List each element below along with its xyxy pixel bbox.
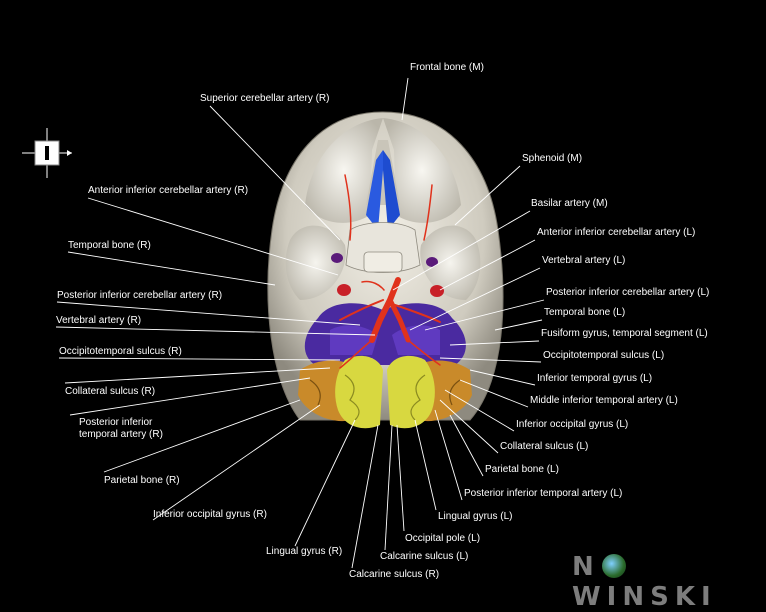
label-posterior-inferior-temporal-artery-l: Posterior inferior temporal artery (L) [464,488,623,499]
leader-occipitotemporal-sulcus-l [439,357,542,363]
label-anterior-inferior-cerebellar-artery-r: Anterior inferior cerebellar artery (R) [88,185,249,196]
logo-text-before: N [572,552,600,582]
anatomy-diagram [55,77,545,569]
leader-frontal-bone-m [401,77,409,121]
leader-lines [55,77,545,569]
label-collateral-sulcus-r: Collateral sulcus (R) [65,386,156,397]
leader-lingual-gyrus-r [294,419,356,547]
label-vertebral-artery-l: Vertebral artery (L) [542,255,626,266]
leader-inferior-occipital-gyrus-r [152,404,321,521]
leader-parietal-bone-l [449,414,484,477]
leader-inferior-temporal-gyrus-l [469,369,536,386]
label-calcarine-sulcus-l: Calcarine sulcus (L) [380,551,469,562]
leader-calcarine-sulcus-r [351,424,379,569]
label-inferior-occipital-gyrus-r: Inferior occipital gyrus (R) [153,509,267,520]
label-posterior-inferior-temporal-artery-r: Posterior inferior temporal artery (R) [79,417,163,440]
label-occipitotemporal-sulcus-r: Occipitotemporal sulcus (R) [59,346,182,357]
label-parietal-bone-r: Parietal bone (R) [104,475,180,486]
label-parietal-bone-l: Parietal bone (L) [485,464,559,475]
orientation-compass-icon[interactable] [20,126,74,180]
label-inferior-temporal-gyrus-l: Inferior temporal gyrus (L) [537,373,653,384]
leader-occipitotemporal-sulcus-r [58,357,341,361]
leader-calcarine-sulcus-l [384,424,393,551]
label-temporal-bone-r: Temporal bone (R) [68,240,151,251]
leader-vertebral-artery-l [409,267,541,331]
label-occipitotemporal-sulcus-l: Occipitotemporal sulcus (L) [543,350,665,361]
label-posterior-inferior-cerebellar-artery-l: Posterior inferior cerebellar artery (L) [546,287,710,298]
logo-text-after: WINSKI [572,582,717,612]
leader-middle-inferior-temporal-artery-l [459,379,529,408]
leader-fusiform-gyrus-temporal-segment-l [449,340,540,346]
leader-collateral-sulcus-r [64,367,331,384]
leader-temporal-bone-l [494,319,543,331]
leader-posterior-inferior-cerebellar-artery-l [424,299,545,331]
label-fusiform-gyrus-temporal-segment-l: Fusiform gyrus, temporal segment (L) [541,328,708,339]
leader-anterior-inferior-cerebellar-artery-l [439,239,536,291]
leader-basilar-artery-m [392,210,531,291]
label-inferior-occipital-gyrus-l: Inferior occipital gyrus (L) [516,419,629,430]
leader-posterior-inferior-temporal-artery-l [434,409,463,501]
label-frontal-bone-m: Frontal bone (M) [410,62,484,73]
brain-regions [298,303,472,429]
leader-lingual-gyrus-l [414,419,437,511]
label-lingual-gyrus-l: Lingual gyrus (L) [438,511,513,522]
leader-occipital-pole-l [396,424,405,532]
leader-posterior-inferior-cerebellar-artery-r [56,301,361,326]
label-occipital-pole-l: Occipital pole (L) [405,533,481,544]
label-vertebral-artery-r: Vertebral artery (R) [56,315,142,326]
leader-superior-cerebellar-artery-r [209,105,341,241]
label-lingual-gyrus-r: Lingual gyrus (R) [266,546,343,557]
leader-parietal-bone-r [103,399,301,473]
label-sphenoid-m: Sphenoid (M) [522,153,583,164]
label-posterior-inferior-cerebellar-artery-r: Posterior inferior cerebellar artery (R) [57,290,223,301]
leader-sphenoid-m [454,165,521,226]
label-temporal-bone-l: Temporal bone (L) [544,307,626,318]
leader-collateral-sulcus-l [439,399,499,454]
arteries [339,174,441,369]
label-basilar-artery-m: Basilar artery (M) [531,198,608,209]
label-calcarine-sulcus-r: Calcarine sulcus (R) [349,569,440,580]
leader-vertebral-artery-r [55,326,376,336]
leader-anterior-inferior-cerebellar-artery-r [87,197,339,276]
nowinski-logo: NWINSKI [572,552,766,612]
leader-posterior-inferior-temporal-artery-r [69,377,311,416]
label-collateral-sulcus-l: Collateral sulcus (L) [500,441,589,452]
label-middle-inferior-temporal-artery-l: Middle inferior temporal artery (L) [530,395,678,406]
label-superior-cerebellar-artery-r: Superior cerebellar artery (R) [200,93,330,104]
label-anterior-inferior-cerebellar-artery-l: Anterior inferior cerebellar artery (L) [537,227,696,238]
leader-temporal-bone-r [67,251,276,286]
leader-inferior-occipital-gyrus-l [444,389,515,432]
globe-icon [601,554,626,578]
